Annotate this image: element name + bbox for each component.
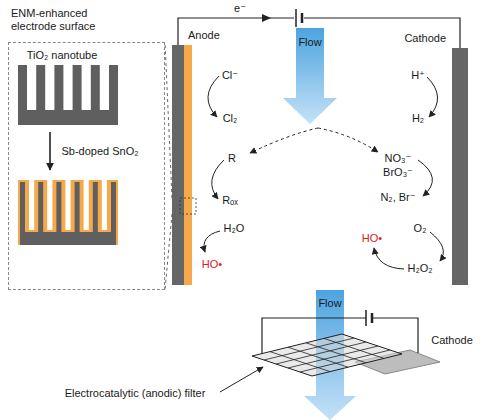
nanotube-pore: [65, 180, 70, 230]
flow-label: Flow: [298, 36, 321, 49]
species-label: N₂, Br⁻: [380, 191, 415, 204]
reaction-arrow: [208, 76, 219, 117]
nanotube-pore: [82, 65, 91, 110]
anode-electrode: Anode: [172, 45, 192, 285]
nanotube-pore: [27, 65, 36, 110]
part-label: Cathode: [431, 334, 473, 347]
transport-arrow: [250, 128, 318, 153]
nanotube-pore: [84, 180, 89, 230]
flow-label: Flow: [318, 297, 341, 310]
species-label: Cl₂: [223, 112, 238, 125]
reaction-arrow: [418, 160, 432, 196]
radical-label: HO•: [202, 258, 222, 271]
reaction-arrow: [212, 160, 224, 199]
material-label: TiO₂ nanotube: [27, 49, 98, 62]
species-label: H₂O₂: [407, 262, 432, 275]
electron-label: e⁻: [234, 2, 246, 15]
nanotube-pore: [29, 180, 34, 230]
anode-coating: [184, 45, 192, 285]
nanotube-array: [18, 65, 118, 125]
part-label: Electrocatalytic (anodic) filter: [65, 387, 206, 400]
species-label: O₂: [414, 222, 427, 235]
cathode-body: [452, 48, 468, 285]
reaction-arrow: [374, 248, 404, 269]
zoom-connector: [165, 42, 172, 290]
filter-mesh-lines: [264, 338, 390, 372]
electron-arrowhead: [262, 14, 271, 22]
nanotube-pore: [45, 65, 54, 110]
battery-symbol: [371, 313, 374, 323]
species-label: R: [228, 152, 236, 165]
coating-layer: [18, 180, 118, 245]
process-label: Sb-doped SnO₂: [61, 145, 138, 158]
species-label: H⁺: [411, 69, 425, 82]
anode-body: [172, 45, 184, 285]
process-arrow: [49, 132, 51, 170]
node-heading: ENM-enhanced electrode surface: [11, 7, 129, 33]
circuit-wire: [262, 318, 366, 354]
reaction-arrow: [204, 231, 220, 252]
nanotube-pore: [102, 180, 107, 230]
species-label: H₂O: [224, 222, 245, 235]
node-heading: Cathode: [404, 32, 446, 45]
species-label: H₂: [412, 112, 424, 125]
circuit-wire: [372, 318, 418, 353]
leader-line: [220, 367, 263, 392]
node-heading: Anode: [188, 29, 220, 42]
battery-symbol: [365, 310, 367, 326]
species-label: Rₒₓ: [222, 194, 238, 207]
species-label: Cl⁻: [222, 69, 238, 82]
reaction-arrow: [427, 77, 438, 117]
species-label: NO₃⁻: [385, 152, 412, 165]
species-label: BrO₃⁻: [383, 166, 413, 179]
nanotube-pore: [47, 180, 52, 230]
nanotube-pore: [100, 65, 109, 110]
nanotube-core: [20, 232, 116, 245]
cathode-electrode: Cathode: [452, 48, 468, 285]
battery-symbol: [301, 13, 304, 23]
circuit-wire: [178, 18, 294, 45]
radical-label: HO•: [362, 232, 382, 245]
inset-panel: ENM-enhanced electrode surface: [8, 42, 165, 290]
nanotube-pore: [63, 65, 72, 110]
battery-symbol: [295, 9, 297, 27]
transport-arrow: [318, 128, 378, 152]
reaction-arrow: [430, 232, 443, 261]
flow-arrow: [283, 28, 337, 124]
zoom-region: [180, 198, 196, 214]
circuit-wire: [304, 18, 460, 48]
filter-mesh: [252, 334, 402, 376]
